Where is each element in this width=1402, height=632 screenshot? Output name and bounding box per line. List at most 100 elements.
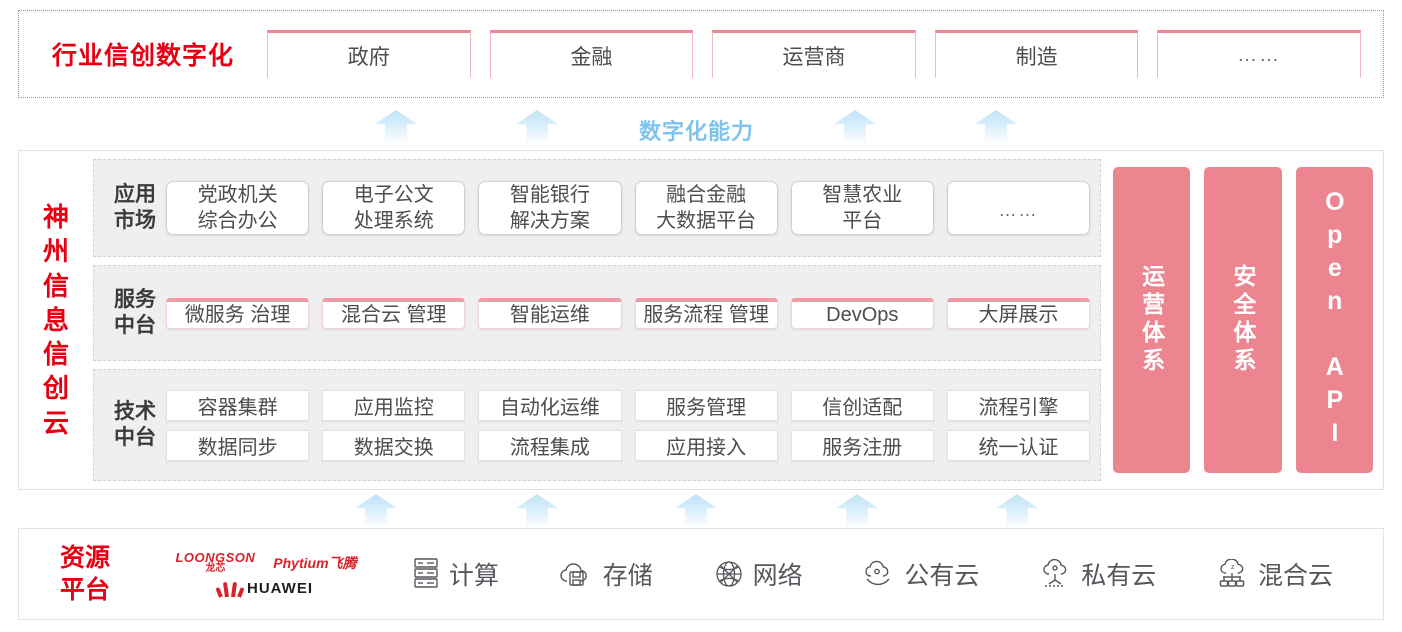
row-label-line: 市场: [114, 209, 156, 232]
app-card-edoc-system[interactable]: 电子公文 处理系统: [322, 181, 466, 235]
service-card-devops[interactable]: DevOps: [790, 297, 934, 329]
card-line: 处理系统: [353, 210, 434, 232]
resource-item-network[interactable]: 网络: [713, 556, 803, 592]
up-arrow-icon: [675, 494, 717, 528]
resource-title-line: 平台: [59, 576, 110, 604]
hybrid-cloud-icon: z: [1216, 559, 1250, 589]
app-card-government-office[interactable]: 党政机关 综合办公: [166, 181, 310, 235]
card-line: 融合金融: [666, 184, 747, 206]
industry-band: 行业信创数字化 政府 金融 运营商 制造 ……: [18, 10, 1384, 98]
tech-card-data-exchange[interactable]: 数据交换: [322, 429, 466, 461]
service-card-large-screen-display[interactable]: 大屏展示: [946, 297, 1091, 329]
industry-card-finance[interactable]: 金融: [489, 30, 694, 78]
industry-card-manufacturing[interactable]: 制造: [934, 30, 1139, 78]
public-cloud-icon: [862, 560, 896, 588]
cloud-title-char: 信: [42, 339, 69, 370]
service-card-intelligent-ops[interactable]: 智能运维: [478, 297, 622, 329]
industry-card-operator[interactable]: 运营商: [712, 30, 916, 78]
resource-title-line: 资源: [59, 543, 110, 572]
tech-card-process-engine[interactable]: 流程引擎: [946, 389, 1091, 421]
tech-card-automated-ops[interactable]: 自动化运维: [478, 389, 622, 421]
tech-card-container-cluster[interactable]: 容器集群: [166, 389, 310, 421]
card-line: 混合云: [340, 303, 401, 326]
private-cloud-icon: [1039, 559, 1073, 589]
resource-item-list: 计算 存储: [381, 556, 1383, 592]
tech-card-app-monitoring[interactable]: 应用监控: [322, 389, 466, 421]
card-line: 智慧农业: [822, 184, 903, 206]
app-card-more[interactable]: ……: [946, 181, 1091, 235]
resource-item-label: 网络: [752, 562, 803, 590]
server-icon: [411, 557, 441, 591]
tech-card-unified-auth[interactable]: 统一认证: [946, 429, 1091, 461]
service-card-microservice-governance[interactable]: 微服务 治理: [166, 297, 310, 329]
tech-card-service-registry[interactable]: 服务注册: [790, 429, 934, 461]
app-card-smart-bank[interactable]: 智能银行 解决方案: [478, 181, 622, 235]
resource-item-public-cloud[interactable]: 公有云: [862, 556, 979, 592]
resource-item-label: 公有云: [904, 562, 980, 590]
row-label-line: 技术: [114, 399, 156, 423]
loongson-logo: LOONGSON 龙芯: [175, 551, 255, 574]
vendor-logo-line-1: LOONGSON 龙芯 Phytium飞腾: [175, 551, 356, 574]
card-line: 大数据平台: [656, 210, 757, 232]
cloud-title-char: 信: [42, 270, 69, 301]
technology-card-row-1: 容器集群 应用监控 自动化运维 服务管理 信创适配 流程引擎: [166, 389, 1091, 421]
cloud-rows: 应用 市场 党政机关 综合办公 电子公文: [93, 159, 1101, 481]
card-line: 解决方案: [509, 210, 590, 232]
cloud-title-char: 创: [42, 373, 69, 404]
row-label-service-platform: 服务 中台: [104, 287, 166, 340]
tech-card-xinchuang-adaptation[interactable]: 信创适配: [790, 389, 934, 421]
app-card-finance-bigdata[interactable]: 融合金融 大数据平台: [634, 181, 778, 235]
industry-card-government[interactable]: 政府: [267, 30, 471, 78]
resource-item-compute[interactable]: 计算: [411, 556, 499, 592]
up-arrow-icon: [516, 494, 558, 528]
industry-card-more[interactable]: ……: [1157, 30, 1361, 78]
up-arrow-icon: [834, 110, 876, 144]
tech-card-app-access[interactable]: 应用接入: [634, 429, 778, 461]
row-label-line: 中台: [114, 314, 156, 337]
tech-card-data-sync[interactable]: 数据同步: [166, 429, 310, 461]
resource-item-private-cloud[interactable]: 私有云: [1039, 556, 1156, 592]
security-system-panel[interactable]: 安全体系: [1204, 167, 1282, 473]
vendor-logo-line-2: HUAWEI: [215, 580, 313, 598]
row-label-line: 应用: [114, 182, 156, 206]
operations-system-label: 运营体系: [1138, 264, 1165, 376]
network-globe-icon: [713, 558, 745, 590]
service-card-list: 微服务 治理 混合云 管理 智能运维: [166, 297, 1091, 329]
service-card-service-process-management[interactable]: 服务流程 管理: [634, 297, 778, 329]
operations-system-panel[interactable]: 运营体系: [1113, 167, 1191, 473]
technology-card-grid: 容器集群 应用监控 自动化运维 服务管理 信创适配 流程引擎 数据同步 数据交换…: [166, 389, 1091, 461]
row-label-line: 服务: [114, 287, 156, 311]
loongson-logo-en: LOONGSON: [175, 550, 256, 565]
huawei-logo: HUAWEI: [215, 580, 313, 598]
resource-platform-title: 资源 平台: [19, 542, 151, 607]
row-label-technology-platform: 技术 中台: [104, 399, 166, 452]
card-line: 管理: [406, 303, 447, 326]
up-arrow-icon: [975, 110, 1017, 144]
open-api-label: Open API: [1320, 188, 1349, 452]
up-arrow-icon: [516, 110, 558, 144]
industry-card-list: 政府 金融 运营商 制造 ……: [267, 30, 1383, 78]
card-line: DevOps: [826, 303, 899, 326]
app-card-smart-agriculture[interactable]: 智慧农业 平台: [790, 181, 934, 235]
open-api-panel[interactable]: Open API: [1295, 167, 1373, 473]
svg-text:z: z: [1231, 564, 1235, 571]
service-card-hybrid-cloud-management[interactable]: 混合云 管理: [322, 297, 466, 329]
resource-item-storage[interactable]: 存储: [559, 556, 653, 592]
row-application-market: 应用 市场 党政机关 综合办公 电子公文: [93, 159, 1101, 257]
loongson-logo-cn: 龙芯: [205, 563, 226, 574]
card-line: 管理: [728, 303, 769, 326]
resource-item-hybrid-cloud[interactable]: z 混合云: [1216, 556, 1333, 592]
vendor-logo-group: LOONGSON 龙芯 Phytium飞腾 HUAWEI: [151, 551, 381, 598]
resource-item-label: 存储: [602, 562, 653, 590]
huawei-logo-text: HUAWEI: [247, 580, 313, 597]
row-technology-platform: 技术 中台 容器集群 应用监控 自动化运维 服务管理 信创适配 流程引擎: [93, 369, 1101, 481]
row-service-platform: 服务 中台 微服务 治理 混合云 管: [93, 265, 1101, 361]
cloud-storage-icon: [559, 559, 595, 589]
up-arrow-icon: [355, 494, 397, 528]
tech-card-process-integration[interactable]: 流程集成: [478, 429, 622, 461]
resource-item-label: 计算: [448, 562, 499, 590]
cloud-platform-box: 神 州 信 息 信 创 云 应用 市场 党政机关: [18, 150, 1384, 490]
tech-card-service-management[interactable]: 服务管理: [634, 389, 778, 421]
card-line: 平台: [842, 210, 883, 232]
